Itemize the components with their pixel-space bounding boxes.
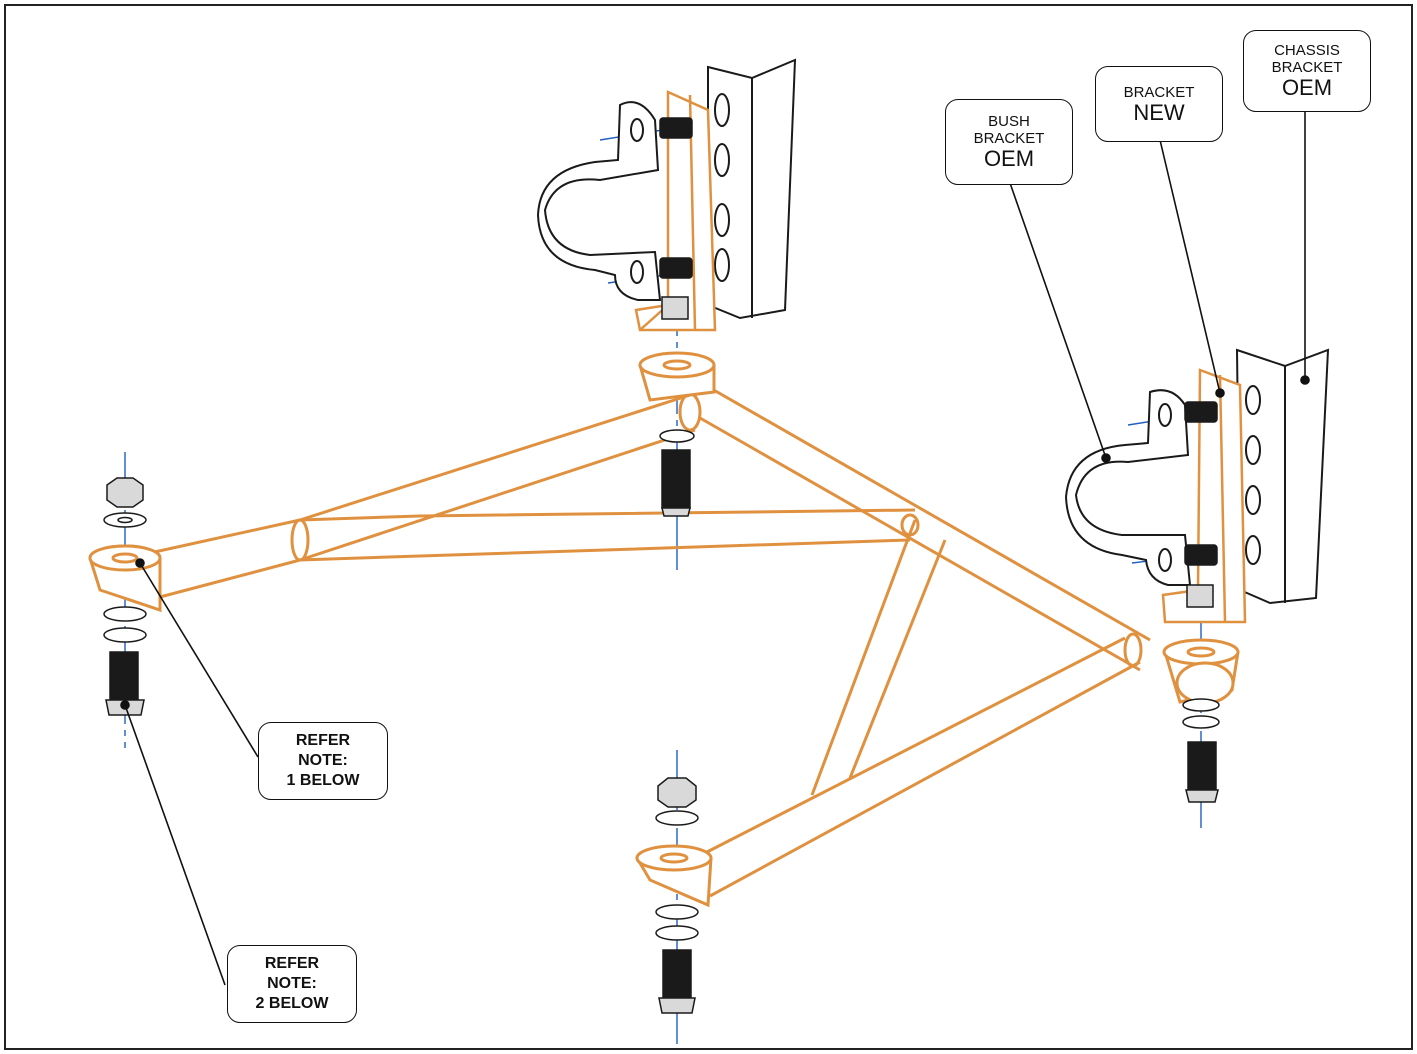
callout-line: 2 BELOW (255, 995, 329, 1012)
top-bush-bracket-oem (536, 101, 662, 301)
callout-line: NOTE: (298, 752, 348, 769)
callout-line: OEM (1281, 75, 1333, 100)
callout-line: BRACKET (1123, 83, 1195, 101)
chassis-bracket-oem-callout: CHASSIS BRACKET OEM (1243, 30, 1371, 112)
bush-bracket-oem-callout: BUSH BRACKET OEM (945, 99, 1073, 185)
callout-line: NEW (1133, 99, 1185, 125)
diagram-border (4, 4, 1413, 1050)
a-frame (149, 383, 1151, 898)
refer-note-1-callout: REFER NOTE: 1 BELOW (258, 722, 388, 800)
right-bolts (1184, 401, 1219, 803)
leader-lines (120, 110, 1310, 986)
top-chassis-bracket-oem (707, 58, 797, 320)
left-hardware-stack (103, 477, 147, 716)
refer-note-2-callout: REFER NOTE: 2 BELOW (227, 945, 357, 1023)
callout-line: REFER (264, 955, 320, 972)
right-bush-bracket-oem (1064, 389, 1192, 586)
top-bolts (659, 117, 693, 517)
right-chassis-bracket-oem (1235, 348, 1330, 605)
callout-line: OEM (983, 146, 1035, 171)
callout-line: 1 BELOW (286, 772, 360, 789)
right-washers (1182, 698, 1220, 729)
bottom-hardware-stack (655, 777, 699, 1014)
callout-line: CHASSIS (1274, 42, 1340, 59)
callout-line: BUSH (988, 113, 1030, 130)
callout-line: REFER (295, 732, 351, 749)
top-washers (659, 429, 695, 443)
callout-line: BRACKET (973, 130, 1045, 147)
callout-line: NOTE: (267, 975, 317, 992)
callout-line: BRACKET (1271, 59, 1343, 76)
bracket-new-callout: BRACKET NEW (1095, 66, 1223, 142)
